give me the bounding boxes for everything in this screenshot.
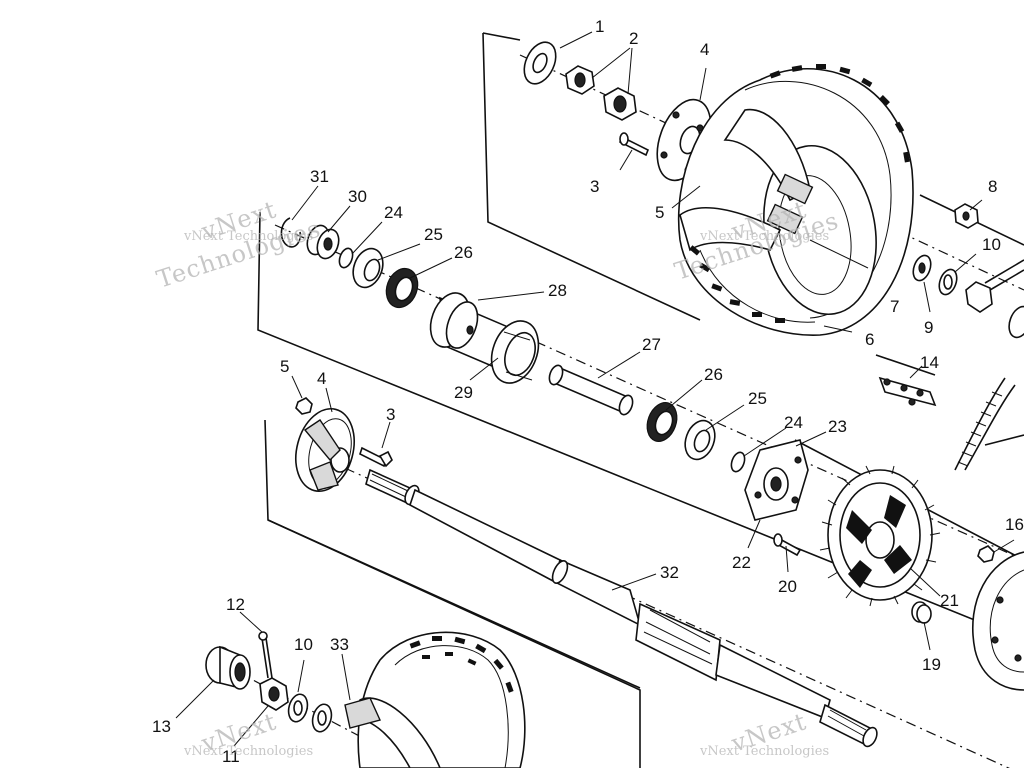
callout-16: 16 bbox=[1005, 515, 1024, 534]
callout-labels: 1 2 4 3 5 6 7 8 9 10 14 31 30 24 25 26 2… bbox=[152, 17, 1024, 766]
bracket-14 bbox=[878, 376, 937, 407]
callout-2: 2 bbox=[629, 29, 638, 48]
watermark-text-4: vNext Technologies bbox=[699, 744, 829, 759]
callout-13: 13 bbox=[152, 717, 171, 736]
callout-30: 30 bbox=[348, 187, 367, 206]
bushing-30 bbox=[306, 224, 340, 260]
callout-7: 7 bbox=[890, 297, 899, 316]
bolt-3-lower bbox=[359, 446, 393, 468]
watermark-text-2: vNext Technologies bbox=[699, 229, 829, 244]
callout-29: 29 bbox=[454, 383, 473, 402]
nut-19 bbox=[911, 601, 932, 624]
bolt-3-upper bbox=[618, 132, 650, 157]
snap-ring-31 bbox=[280, 217, 302, 248]
cotter-pin-12 bbox=[258, 631, 273, 679]
washer-9 bbox=[912, 254, 932, 282]
castle-nut-right bbox=[965, 259, 1024, 313]
axle-shaft-32 bbox=[365, 468, 878, 748]
callout-26-lower: 26 bbox=[704, 365, 723, 384]
callout-9: 9 bbox=[924, 318, 933, 337]
callout-32: 32 bbox=[660, 563, 679, 582]
sprocket-21 bbox=[819, 465, 941, 607]
washer-1 bbox=[523, 41, 557, 85]
callout-4: 4 bbox=[700, 40, 709, 59]
callout-27: 27 bbox=[642, 335, 661, 354]
callout-24: 24 bbox=[384, 203, 403, 222]
callout-14: 14 bbox=[920, 353, 939, 372]
bearing-26-lower bbox=[646, 402, 678, 442]
castle-nut-2a bbox=[565, 65, 595, 95]
callout-4-lower: 4 bbox=[317, 369, 326, 388]
castle-nut-11 bbox=[259, 677, 289, 711]
spacer-tube-27 bbox=[548, 364, 634, 416]
castle-nut-2b bbox=[603, 87, 637, 121]
callout-10-lower: 10 bbox=[294, 635, 313, 654]
leader-lines bbox=[175, 31, 1015, 747]
washer-10-upper bbox=[938, 268, 958, 296]
callout-1: 1 bbox=[595, 17, 604, 36]
spacer-right-edge bbox=[1008, 305, 1024, 339]
wheel-hub-4-lower bbox=[295, 407, 355, 493]
callout-22: 22 bbox=[732, 553, 751, 572]
watermark-text: vNext Technologies bbox=[183, 229, 313, 244]
seal-25-upper bbox=[352, 247, 384, 289]
callout-20: 20 bbox=[778, 577, 797, 596]
watermark-text-3: vNext Technologies bbox=[183, 744, 313, 759]
callout-5: 5 bbox=[655, 203, 664, 222]
callout-12: 12 bbox=[226, 595, 245, 614]
callout-21: 21 bbox=[940, 591, 959, 610]
callout-28: 28 bbox=[548, 281, 567, 300]
bearing-26-upper bbox=[385, 267, 419, 309]
callout-6: 6 bbox=[865, 330, 874, 349]
brake-disc-right bbox=[971, 551, 1024, 691]
cap-13 bbox=[205, 645, 251, 690]
nut-8 bbox=[954, 203, 979, 229]
callout-19: 19 bbox=[922, 655, 941, 674]
washer-lower-right bbox=[311, 703, 333, 733]
nut-16 bbox=[977, 545, 995, 563]
callout-11: 11 bbox=[222, 747, 240, 766]
upper-tire-6 bbox=[677, 64, 914, 336]
callout-3-lower: 3 bbox=[386, 405, 395, 424]
bolt-20 bbox=[773, 533, 802, 557]
drive-chain bbox=[954, 377, 1024, 471]
seal-25-lower bbox=[684, 419, 716, 461]
callout-8: 8 bbox=[988, 177, 997, 196]
nut-5-lower bbox=[295, 397, 313, 415]
callout-23: 23 bbox=[828, 417, 847, 436]
callout-5-lower: 5 bbox=[280, 357, 289, 376]
callout-25-lower: 25 bbox=[748, 389, 767, 408]
callout-3: 3 bbox=[590, 177, 599, 196]
callout-24-lower: 24 bbox=[784, 413, 803, 432]
axle-housing-28 bbox=[429, 292, 540, 384]
lower-tire-33 bbox=[344, 631, 526, 768]
callout-33: 33 bbox=[330, 635, 349, 654]
callout-10: 10 bbox=[982, 235, 1001, 254]
callout-25: 25 bbox=[424, 225, 443, 244]
washer-10-lower bbox=[287, 693, 309, 723]
callout-31: 31 bbox=[310, 167, 329, 186]
o-ring-24-upper bbox=[338, 247, 354, 269]
callout-26: 26 bbox=[454, 243, 473, 262]
sprocket-hub-22 bbox=[744, 439, 809, 521]
o-ring-24-lower bbox=[730, 451, 746, 473]
